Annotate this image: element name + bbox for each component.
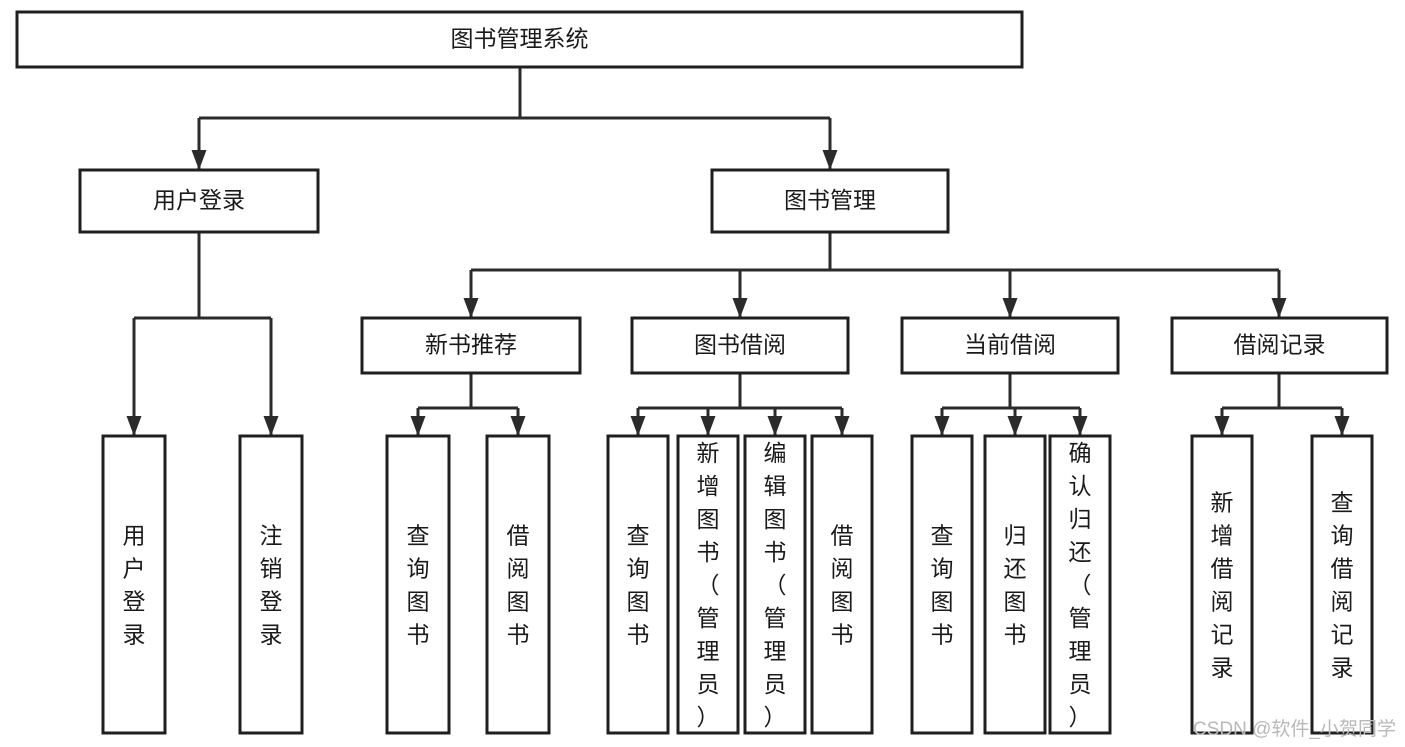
- node-box: [1310, 434, 1374, 735]
- node-box: [238, 434, 304, 735]
- node-box: [1170, 316, 1389, 375]
- group-arrow-3-0: [1214, 416, 1230, 436]
- level3-node-current-borrow[interactable]: 当前借阅: [900, 316, 1120, 375]
- group-arrow-3-1: [1334, 416, 1350, 436]
- node-label: 用户登录: [153, 187, 245, 213]
- manage-arrow-3: [1271, 298, 1287, 318]
- leaf-node-leaf-edit-book-admin[interactable]: 编辑图书（管理员）: [743, 434, 807, 735]
- csdn-watermark: CSDN @软件_小贺同学: [1193, 718, 1396, 740]
- node-box: [1048, 434, 1112, 735]
- node-label: 新书推荐: [425, 332, 517, 358]
- node-box: [983, 434, 1047, 735]
- node-label: 查询借阅记录: [1331, 489, 1354, 680]
- level2-node-book-manage[interactable]: 图书管理: [710, 168, 950, 234]
- group-arrow-2-1: [1007, 416, 1023, 436]
- level3-node-new-book-recommend[interactable]: 新书推荐: [360, 316, 582, 375]
- connector-edges-layer: [126, 67, 1350, 436]
- level3-node-borrow-record[interactable]: 借阅记录: [1170, 316, 1389, 375]
- node-label: 归还图书: [1004, 522, 1027, 647]
- node-box: [385, 434, 451, 735]
- leaf-node-leaf-user-login[interactable]: 用户登录: [101, 434, 167, 735]
- node-box: [1190, 434, 1254, 735]
- node-box: [78, 168, 320, 234]
- leaf-node-leaf-query-book-current[interactable]: 查询图书: [910, 434, 974, 735]
- node-box: [101, 434, 167, 735]
- node-box: [743, 434, 807, 735]
- root-node-root[interactable]: 图书管理系统: [15, 10, 1024, 69]
- manage-arrow-2: [1002, 298, 1018, 318]
- leaf-node-leaf-return-book[interactable]: 归还图书: [983, 434, 1047, 735]
- group-arrow-1-3: [834, 416, 850, 436]
- leaf-node-leaf-confirm-return-admin[interactable]: 确认归还（管理员）: [1048, 434, 1112, 735]
- group-arrow-0-0: [410, 416, 426, 436]
- manage-arrow-1: [732, 298, 748, 318]
- node-label: 图书管理系统: [451, 26, 589, 52]
- manage-arrow-0: [463, 298, 479, 318]
- level2-node-user-login[interactable]: 用户登录: [78, 168, 320, 234]
- leaf-node-leaf-query-borrow-record[interactable]: 查询借阅记录: [1310, 434, 1374, 735]
- group-arrow-1-0: [630, 416, 646, 436]
- node-label: 借阅记录: [1234, 332, 1326, 358]
- node-box: [360, 316, 582, 375]
- group-arrow-1-2: [767, 416, 783, 436]
- leaf-node-leaf-add-book-admin[interactable]: 新增图书（管理员）: [676, 434, 740, 735]
- group-arrow-1-1: [700, 416, 716, 436]
- group-arrow-2-0: [934, 416, 950, 436]
- node-boxes-layer: 图书管理系统用户登录图书管理新书推荐图书借阅当前借阅借阅记录用户登录注销登录查询…: [15, 10, 1389, 735]
- node-label: 借阅图书: [831, 522, 854, 647]
- login-arrow-1: [263, 416, 279, 436]
- node-label: 图书管理: [784, 187, 876, 213]
- node-label: 查询图书: [931, 522, 954, 647]
- group-arrow-0-1: [510, 416, 526, 436]
- node-box: [810, 434, 874, 735]
- group-arrow-2-2: [1072, 416, 1088, 436]
- node-label: 查询图书: [407, 522, 430, 647]
- leaf-node-leaf-logout[interactable]: 注销登录: [238, 434, 304, 735]
- node-label: 注销登录: [260, 522, 283, 647]
- node-box: [606, 434, 670, 735]
- leaf-node-leaf-add-borrow-record[interactable]: 新增借阅记录: [1190, 434, 1254, 735]
- node-label: 确认归还（管理员）: [1069, 440, 1092, 730]
- node-box: [910, 434, 974, 735]
- node-box: [710, 168, 950, 234]
- login-arrow-0: [126, 416, 142, 436]
- node-box: [676, 434, 740, 735]
- leaf-node-leaf-borrow-book-rec[interactable]: 借阅图书: [485, 434, 551, 735]
- level3-node-book-borrow[interactable]: 图书借阅: [630, 316, 850, 375]
- node-label: 图书借阅: [694, 332, 786, 358]
- node-label: 新增图书（管理员）: [697, 440, 720, 730]
- node-box: [15, 10, 1024, 69]
- node-label: 查询图书: [627, 522, 650, 647]
- leaf-node-leaf-query-book-rec[interactable]: 查询图书: [385, 434, 451, 735]
- root-arrow-0: [191, 150, 207, 170]
- node-box: [900, 316, 1120, 375]
- node-label: 用户登录: [123, 522, 146, 647]
- node-label: 编辑图书（管理员）: [764, 440, 787, 730]
- leaf-node-leaf-query-book-borrow[interactable]: 查询图书: [606, 434, 670, 735]
- node-label: 新增借阅记录: [1211, 489, 1234, 680]
- leaf-node-leaf-borrow-book-borrow[interactable]: 借阅图书: [810, 434, 874, 735]
- node-box: [485, 434, 551, 735]
- node-label: 当前借阅: [964, 332, 1056, 358]
- root-arrow-1: [822, 150, 838, 170]
- node-box: [630, 316, 850, 375]
- node-label: 借阅图书: [507, 522, 530, 647]
